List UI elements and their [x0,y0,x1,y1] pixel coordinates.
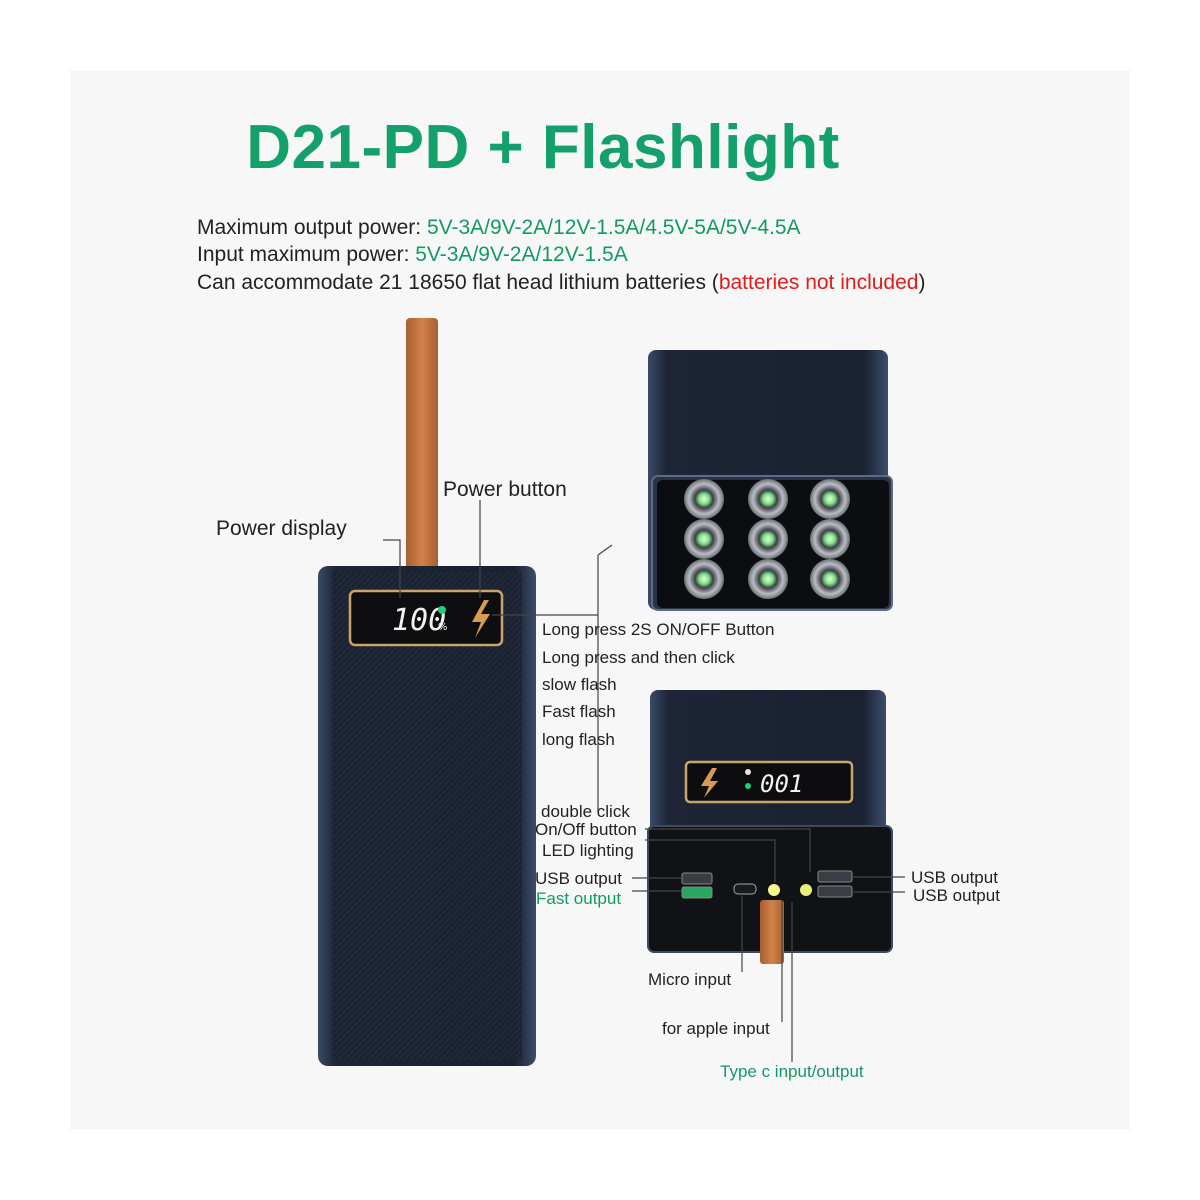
label-usb-output-right-2: USB output [913,886,1000,905]
label-double-click: double click [541,802,630,821]
flashlight-led-array [684,479,850,599]
display-panel [348,589,504,647]
spec-input: Input maximum power: 5V-3A/9V-2A/12V-1.5… [197,243,628,267]
lanyard-strap [406,318,438,580]
usb-port-right-bottom [817,885,853,898]
back-display-panel [684,760,854,804]
power-bank-back: 001 [647,690,893,964]
back-strap [760,900,784,964]
fast-port-left [681,886,713,899]
product-background [70,70,1130,1130]
page-title: D21-PD + Flashlight [246,113,840,182]
charge-dot [438,606,446,614]
label-slow-flash: slow flash [542,675,617,694]
spec-max-output: Maximum output power: 5V-3A/9V-2A/12V-1.… [197,216,801,240]
spec-capacity-note: batteries not included [718,271,919,294]
spec-input-label: Input maximum power: [197,243,416,266]
usb-port-left-top [681,872,713,885]
spec-max-output-value: 5V-3A/9V-2A/12V-1.5A/4.5V-5A/5V-4.5A [426,216,801,239]
label-power-display: Power display [216,517,347,540]
spec-capacity-close: ) [918,271,926,294]
label-power-button: Power button [443,478,567,501]
label-on-off-button: On/Off button [535,820,637,839]
spec-input-value: 5V-3A/9V-2A/12V-1.5A [415,243,628,266]
label-type-c: Type c input/output [720,1062,864,1081]
display-percent: 100 [392,603,446,638]
label-long-flash: long flash [542,730,615,749]
spec-capacity-text: Can accommodate 21 18650 flat head lithi… [197,271,719,294]
label-micro-input: Micro input [648,970,732,989]
led-indicator-right [800,884,812,896]
label-long-press: Long press 2S ON/OFF Button [542,620,775,639]
callout-lines [383,500,905,1062]
label-usb-output-left: USB output [535,869,622,888]
micro-port [733,883,757,895]
back-lightning-icon [701,768,718,798]
svg-text:%: % [438,622,448,633]
back-readout: 001 [760,770,803,798]
spec-max-output-label: Maximum output power: [197,216,427,239]
label-led-lighting: LED lighting [542,841,634,860]
label-fast-output: Fast output [536,889,622,908]
lightning-icon [472,600,490,638]
label-usb-output-right-1: USB output [911,868,998,887]
label-apple-input: for apple input [662,1019,770,1038]
usb-port-right-top [817,870,853,883]
label-fast-flash: Fast flash [542,702,616,721]
led-indicator-left [768,884,780,896]
spec-capacity: Can accommodate 21 18650 flat head lithi… [197,271,925,295]
power-bank-main: 100 % [318,318,536,1066]
label-long-press-click: Long press and then click [542,648,735,667]
